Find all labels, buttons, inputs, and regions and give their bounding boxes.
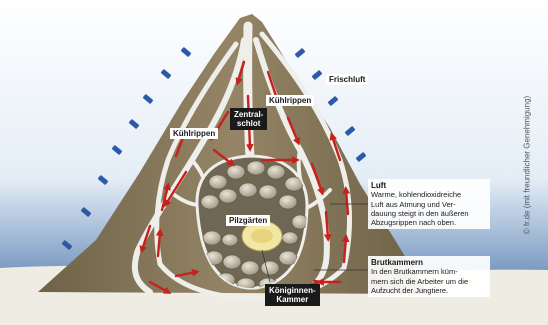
callout-brutkammern: Brutkammern In den Brutkammern küm- mern… xyxy=(368,256,490,297)
label-zentralschlot-line2: schlot xyxy=(234,119,263,128)
label-kuehlrippen-right: Kühlrippen xyxy=(266,95,314,106)
label-zentralschlot: Zentral- schlot xyxy=(230,108,267,130)
callout-brutkammern-text: In den Brutkammern küm- mern sich die Ar… xyxy=(371,267,487,295)
label-pilzgaerten: Pilzgärten xyxy=(226,215,270,226)
label-koeniginnenkammer: Königinnen- Kammer xyxy=(265,284,320,306)
label-kuehlrippen-left: Kühlrippen xyxy=(170,128,218,139)
queen-icon xyxy=(251,229,273,243)
label-koeniginnenkammer-line2: Kammer xyxy=(269,295,316,304)
callout-brutkammern-title: Brutkammern xyxy=(371,258,487,267)
callout-luft-text: Warme, kohlendioxidreiche Luft aus Atmun… xyxy=(371,190,487,227)
callout-luft: Luft Warme, kohlendioxidreiche Luft aus … xyxy=(368,179,490,229)
callout-luft-title: Luft xyxy=(371,181,487,190)
label-frischluft: Frischluft xyxy=(326,74,368,85)
image-credit: © fr.de (mit freundlicher Genehmigung) xyxy=(523,96,532,234)
label-zentralschlot-line1: Zentral- xyxy=(234,110,263,119)
label-koeniginnenkammer-line1: Königinnen- xyxy=(269,286,316,295)
